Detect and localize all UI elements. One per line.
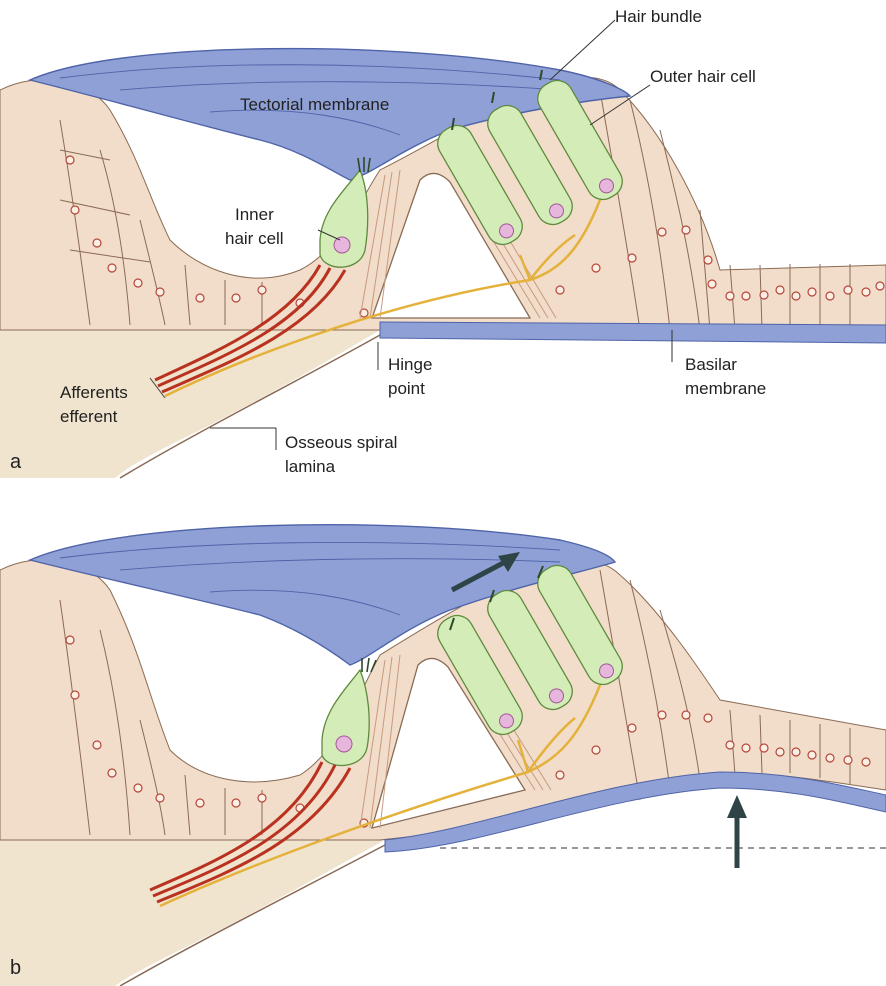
upward-arrow [727,795,747,868]
label-basilar-2: membrane [685,379,766,398]
panel-b: b [0,525,886,986]
label-osseous-2: lamina [285,457,336,476]
label-afferents: Afferents [60,383,128,402]
label-basilar-1: Basilar [685,355,737,374]
label-inner-hair-cell-2: hair cell [225,229,284,248]
panel-letter-b: b [10,957,21,979]
label-hinge-1: Hinge [388,355,432,374]
panel-letter-a: a [10,451,22,473]
label-hair-bundle: Hair bundle [615,7,702,26]
label-outer-hair-cell: Outer hair cell [650,67,756,86]
panel-a: Hair bundle Outer hair cell Tectorial me… [0,7,886,478]
label-hinge-2: point [388,379,425,398]
osseous-spiral-lamina-b [0,840,385,986]
label-osseous-1: Osseous spiral [285,433,397,452]
label-tectorial-membrane: Tectorial membrane [240,95,389,114]
label-inner-hair-cell-1: Inner [235,205,274,224]
osseous-spiral-lamina [0,330,380,478]
basilar-membrane [380,322,886,343]
label-efferent: efferent [60,407,118,426]
